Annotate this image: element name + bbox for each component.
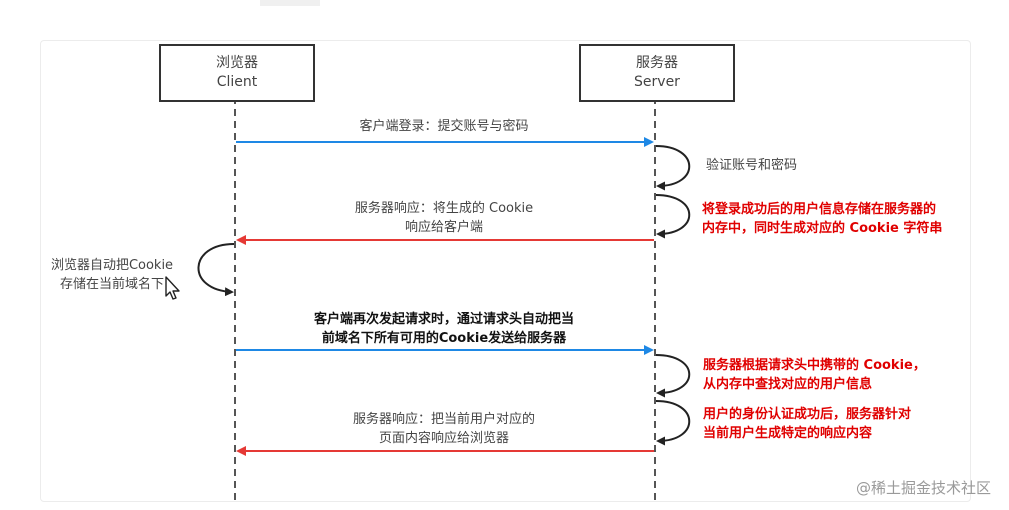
self-loop-client-store (197, 243, 235, 297)
message-label-cookie-response: 服务器响应：将生成的 Cookie 响应给客户端 (354, 201, 534, 235)
client-actor-title: 浏览器 (216, 55, 258, 71)
self-loop-lookup (655, 354, 691, 398)
server-actor-title: 服务器 (636, 55, 678, 71)
server-actor-box: 服务器 Server (579, 44, 735, 102)
client-actor-box: 浏览器 Client (159, 44, 315, 102)
note-server-respond: 用户的身份认证成功后，服务器针对 当前用户生成特定的响应内容 (703, 407, 912, 441)
note-server-lookup: 服务器根据请求头中携带的 Cookie， 从内存中查找对应的用户信息 (703, 358, 926, 392)
note-client-store: 浏览器自动把Cookie 存储在当前域名下 (50, 258, 174, 292)
message-label-page-response: 服务器响应：把当前用户对应的 页面内容响应给浏览器 (352, 412, 535, 446)
client-actor-subtitle: Client (216, 74, 258, 90)
top-edge-stub (260, 0, 320, 6)
mouse-pointer-icon (165, 276, 180, 300)
self-loop-respond (655, 400, 691, 446)
server-actor-subtitle: Server (634, 74, 680, 90)
diagram-frame (40, 40, 971, 502)
self-loop-store (655, 194, 691, 239)
message-label-cookie-request: 客户端再次发起请求时，通过请求头自动把当 前域名下所有可用的Cookie发送给服… (313, 312, 574, 346)
watermark: @稀土掘金技术社区 (855, 479, 991, 497)
note-server-store: 将登录成功后的用户信息存储在服务器的 内存中，同时生成对应的 Cookie 字符… (702, 202, 943, 236)
message-label-login: 客户端登录：提交账号与密码 (359, 119, 529, 134)
note-server-verify: 验证账号和密码 (706, 158, 798, 173)
self-loop-verify (655, 145, 691, 191)
